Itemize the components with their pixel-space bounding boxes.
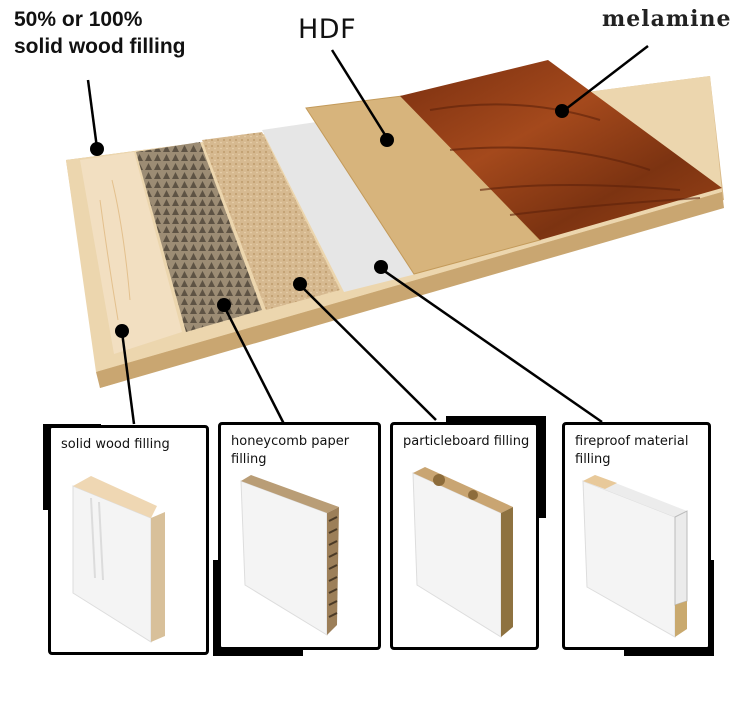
box-shadow bbox=[538, 416, 546, 518]
box-shadow bbox=[624, 648, 714, 656]
box-shadow bbox=[446, 416, 546, 424]
fireproof-layer bbox=[262, 120, 416, 292]
melamine-label: melamine bbox=[602, 6, 732, 32]
solid-wood-door-section-icon bbox=[72, 476, 165, 643]
box-shadow bbox=[213, 560, 221, 656]
solid-wood-layer bbox=[80, 152, 182, 354]
particleboard-door-section-icon bbox=[412, 467, 513, 638]
solid-wood-box: solid wood filling bbox=[48, 425, 209, 655]
box-label: particleboard filling bbox=[403, 434, 530, 449]
fireproof-box: fireproof material filling bbox=[562, 422, 711, 650]
particleboard-layer bbox=[202, 132, 340, 310]
leader-lines bbox=[86, 45, 649, 425]
honeycomb-layer bbox=[136, 142, 262, 332]
particleboard-box: particleboard filling bbox=[390, 422, 539, 650]
hdf-label: HDF bbox=[298, 14, 357, 45]
box-shadow bbox=[43, 424, 51, 510]
honeycomb-door-section-icon bbox=[240, 475, 339, 636]
honeycomb-box: honeycomb paper filling bbox=[218, 422, 381, 650]
solid-wood-percentage-label: 50% or 100% solid wood filling bbox=[14, 8, 186, 58]
box-label: fireproof material filling bbox=[575, 434, 689, 467]
box-shadow bbox=[213, 648, 303, 656]
box-label: solid wood filling bbox=[61, 437, 170, 452]
fireproof-door-section-icon bbox=[582, 475, 688, 638]
leader-dots bbox=[90, 104, 569, 338]
box-label: honeycomb paper filling bbox=[231, 434, 350, 467]
